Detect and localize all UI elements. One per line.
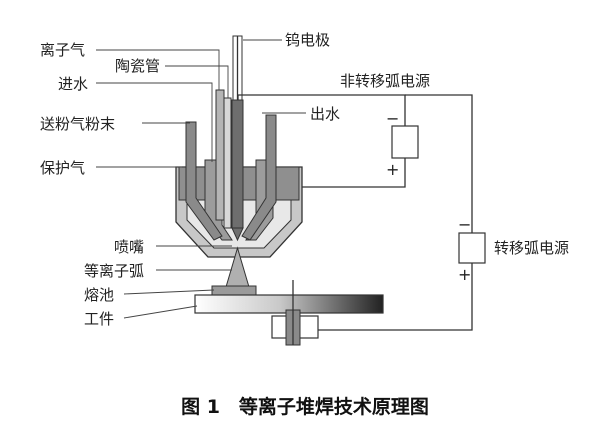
ceramic-tube [223, 97, 232, 229]
label-workpiece: 工件 [84, 310, 114, 328]
label-tungsten-electrode: 钨电极 [285, 31, 330, 49]
right-plus-sign: + [458, 265, 471, 284]
right-minus-sign: − [458, 215, 471, 234]
powder-tube-right [241, 114, 277, 241]
label-ceramic-tube: 陶瓷管 [115, 57, 160, 75]
molten-pool [211, 285, 257, 296]
label-plasma-arc: 等离子弧 [84, 262, 144, 280]
wire-transferred-top [405, 94, 473, 233]
label-nozzle: 喷嘴 [114, 238, 144, 256]
label-powder-feed-gas: 送粉气粉末 [40, 115, 115, 133]
label-non-transferred-arc-power: 非转移弧电源 [340, 72, 430, 90]
transferred-arc-power-box [458, 232, 486, 264]
wire-transferred-bottom [318, 263, 473, 331]
ion-gas-tube [215, 89, 225, 221]
wire-electrode-top [237, 94, 406, 126]
wire-non-transferred-to-nozzle [302, 158, 406, 188]
tungsten-electrode-tip [231, 227, 244, 242]
non-transferred-arc-power-box [391, 125, 419, 159]
label-water-in: 进水 [58, 75, 88, 93]
upper-plus-sign: + [386, 160, 399, 179]
upper-minus-sign: − [386, 109, 399, 128]
powder-tube-left [185, 121, 223, 241]
label-ion-gas: 离子气 [40, 41, 85, 59]
tungsten-electrode-rod [231, 99, 244, 229]
figure-caption: 图 1 等离子堆焊技术原理图 [181, 395, 429, 418]
label-shield-gas: 保护气 [40, 159, 85, 177]
label-water-out: 出水 [310, 105, 340, 123]
label-molten-pool: 熔池 [84, 286, 114, 304]
label-transferred-arc-power: 转移弧电源 [494, 239, 569, 257]
